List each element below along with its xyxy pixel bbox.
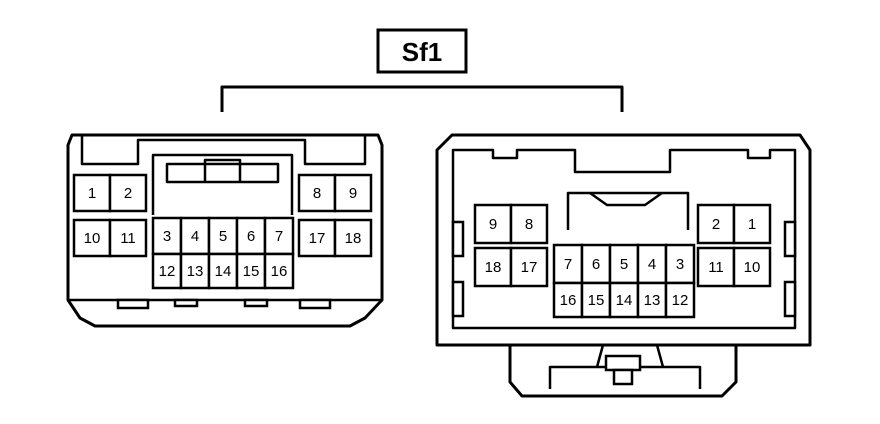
left-pin-label: 16 xyxy=(271,263,288,280)
right-pin-label: 11 xyxy=(708,259,724,276)
title-box xyxy=(376,28,468,74)
right-pin-label: 10 xyxy=(744,259,761,276)
left-pin-label: 18 xyxy=(345,230,362,247)
right-pin-label: 9 xyxy=(489,216,497,233)
left-pin-label: 3 xyxy=(163,228,171,245)
right-pin-label: 3 xyxy=(676,256,684,273)
right-pin-label: 1 xyxy=(748,216,756,233)
right-connector-lock-button xyxy=(604,354,642,372)
left-pin-label: 13 xyxy=(187,263,204,280)
right-pin-label: 14 xyxy=(616,292,633,309)
left-pin-label: 5 xyxy=(219,228,227,245)
left-pin-label: 6 xyxy=(247,228,255,245)
left-pin-label: 4 xyxy=(191,228,199,245)
right-pin-cell xyxy=(732,203,772,245)
left-pin-cell xyxy=(333,173,373,213)
right-connector-latch-tab xyxy=(589,191,663,207)
left-connector-shell xyxy=(66,133,384,328)
left-pin-label: 12 xyxy=(159,263,176,280)
right-pin-label: 12 xyxy=(672,292,689,309)
right-connector-side-key-left-bottom xyxy=(451,280,465,318)
right-pin-cell xyxy=(664,243,696,285)
right-pin-cell xyxy=(664,281,696,319)
connector-title: Sf1 xyxy=(402,37,442,67)
right-pin-cell xyxy=(552,243,584,285)
left-pin-cell xyxy=(108,218,148,258)
left-connector-latch-notch xyxy=(203,158,242,182)
right-connector-inner xyxy=(451,148,797,330)
left-pin-label: 8 xyxy=(313,185,321,202)
left-pin-cell xyxy=(263,216,295,256)
left-pin-label: 14 xyxy=(215,263,232,280)
right-pin-label: 8 xyxy=(525,216,533,233)
left-pin-cell xyxy=(263,252,295,290)
right-pin-label: 13 xyxy=(644,292,661,309)
right-connector-side-key-right-top xyxy=(783,220,797,258)
left-pin-cell xyxy=(297,173,337,213)
left-pin-cell xyxy=(333,218,373,258)
left-pin-label: 7 xyxy=(275,228,283,245)
right-pin-label: 18 xyxy=(485,259,502,276)
left-pin-cell xyxy=(179,216,211,256)
right-pin-label: 5 xyxy=(620,256,628,273)
left-pin-label: 17 xyxy=(309,230,326,247)
left-pin-cell xyxy=(297,218,337,258)
left-pin-label: 2 xyxy=(124,185,132,202)
right-pin-label: 17 xyxy=(521,259,538,276)
right-connector-side-key-right-bottom xyxy=(783,280,797,318)
title-bracket xyxy=(220,85,624,112)
right-connector-lock-button-stem xyxy=(612,368,634,386)
right-pin-label: 7 xyxy=(564,256,572,273)
left-connector-slot-4 xyxy=(298,298,332,310)
right-pin-label: 6 xyxy=(592,256,600,273)
right-pin-cell xyxy=(473,203,513,245)
left-pin-label: 10 xyxy=(84,230,101,247)
right-connector-shell xyxy=(435,133,812,347)
left-pin-label: 11 xyxy=(120,230,136,247)
right-pin-cell xyxy=(509,246,549,288)
left-connector-slot-3 xyxy=(243,298,269,308)
right-pin-label: 4 xyxy=(648,256,656,273)
left-connector-inner-top xyxy=(80,135,367,166)
left-connector-slot-2 xyxy=(173,298,199,308)
right-connector-side-key-left-top xyxy=(451,220,465,258)
right-pin-cell xyxy=(732,246,772,288)
right-pin-label: 15 xyxy=(588,292,605,309)
left-connector-latch-inner xyxy=(165,162,280,184)
right-pin-cell xyxy=(509,203,549,245)
right-connector-lock-housing xyxy=(508,345,738,398)
left-connector-slot-1 xyxy=(116,298,150,310)
left-pin-label: 1 xyxy=(88,185,96,202)
left-pin-label: 15 xyxy=(243,263,260,280)
left-pin-label: 9 xyxy=(349,185,357,202)
right-connector-latch xyxy=(566,191,690,230)
right-connector-lock-tab xyxy=(595,343,665,368)
right-pin-label: 2 xyxy=(712,216,720,233)
left-connector-latch xyxy=(151,153,294,215)
left-pin-cell xyxy=(108,173,148,213)
right-pin-label: 16 xyxy=(560,292,577,309)
